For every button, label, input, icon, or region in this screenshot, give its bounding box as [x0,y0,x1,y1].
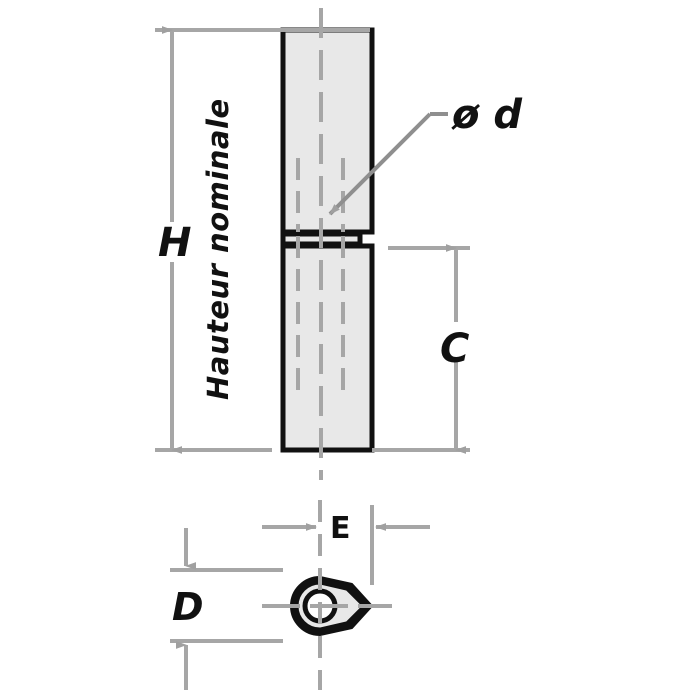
dimension-d: D [170,528,283,690]
dimension-label-phi-d: ø d [451,92,522,138]
height-description-group: Hauteur nominale [201,98,235,400]
plan-section-view [262,500,392,690]
dimension-label-d: D [172,585,204,629]
dimension-c: C [372,244,470,454]
dimension-e: E [262,505,430,585]
phi-d-leader-line [328,112,432,216]
height-description-label: Hauteur nominale [201,98,235,400]
dimension-label-h: H [158,220,191,266]
dimension-h: H [155,26,370,454]
elevation-view [280,8,375,480]
leader-phi-d: ø d [328,92,522,216]
dimension-label-c: C [440,326,469,372]
dimension-label-e: E [330,511,351,546]
